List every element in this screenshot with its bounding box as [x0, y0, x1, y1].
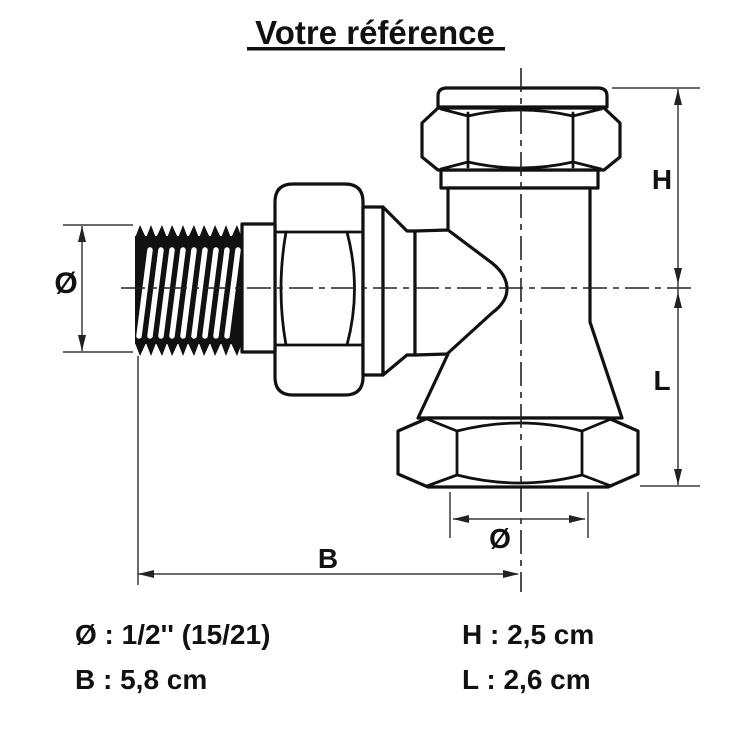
- thread-crest-top: [135, 225, 242, 238]
- diameter-bottom-label: Ø: [489, 523, 511, 554]
- page-title: Votre référence: [255, 14, 495, 51]
- top-cap: [436, 86, 609, 109]
- height-label: H: [652, 164, 672, 195]
- tailpiece: [361, 205, 509, 377]
- thread-crest-bottom: [135, 343, 242, 356]
- union-nut: [273, 182, 365, 397]
- spec-h: H : 2,5 cm: [462, 619, 594, 650]
- dimension-height-length: H L: [612, 87, 700, 487]
- spec-diameter: Ø : 1/2'' (15/21): [75, 619, 270, 650]
- dimension-diameter-left: Ø: [54, 224, 133, 353]
- neck-ring: [361, 205, 385, 377]
- cone: [413, 228, 509, 357]
- male-thread: [135, 225, 242, 356]
- top-hex-nut: [420, 106, 622, 172]
- neck-ring-2: [381, 205, 417, 377]
- diameter-left-label: Ø: [54, 267, 77, 300]
- top-collar: [439, 168, 600, 190]
- specs: Ø : 1/2'' (15/21) B : 5,8 cm H : 2,5 cm …: [75, 619, 594, 695]
- length-label: L: [653, 365, 670, 396]
- dimension-diameter-bottom: Ø: [449, 492, 589, 554]
- spec-b: B : 5,8 cm: [75, 664, 207, 695]
- centerlines: [121, 68, 692, 592]
- thread-hatching: [136, 247, 241, 339]
- dimension-width-b: B: [137, 356, 519, 585]
- bottom-hex-nut: [396, 416, 640, 489]
- title-underline: [247, 47, 505, 51]
- width-b-label: B: [318, 543, 338, 574]
- spec-l: L : 2,6 cm: [462, 664, 591, 695]
